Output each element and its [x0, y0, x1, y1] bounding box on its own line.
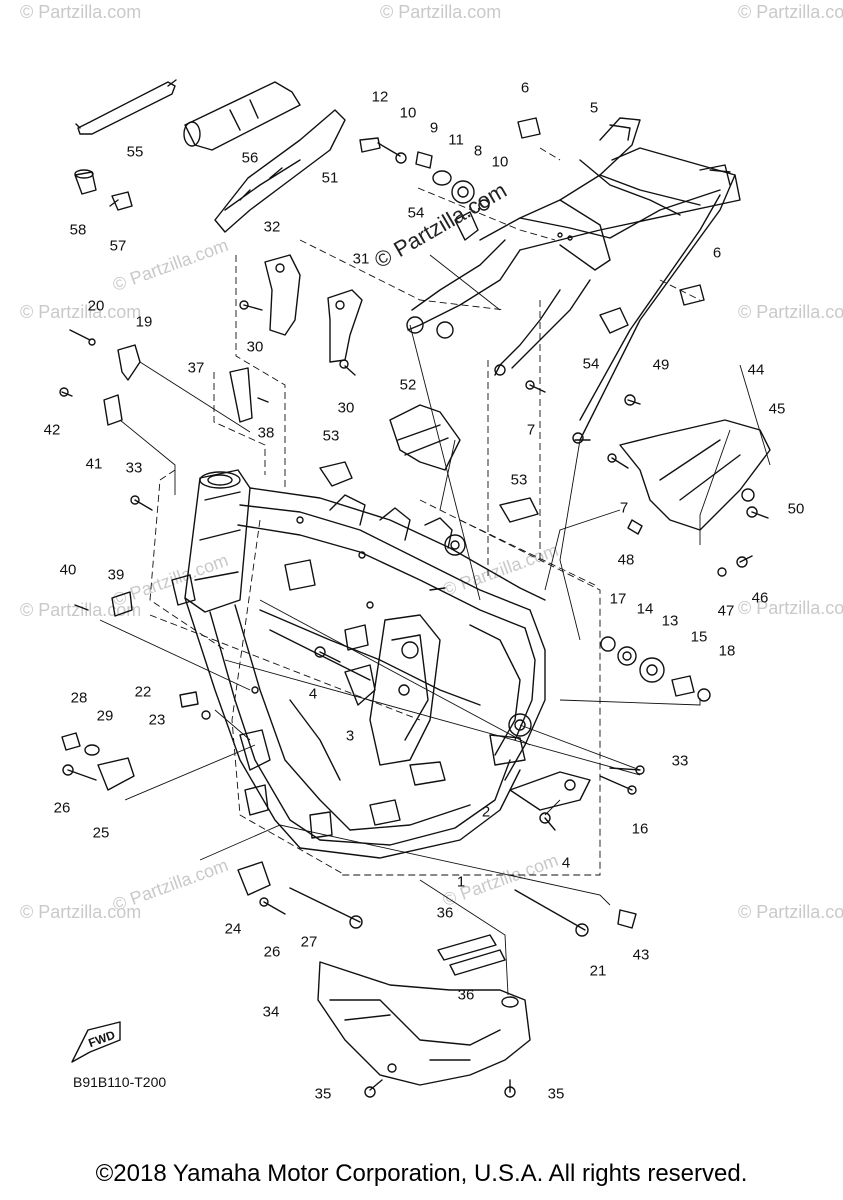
callout-number: 21 [589, 962, 607, 980]
callout-number: 45 [768, 400, 786, 418]
diagram-code: B91B110-T200 [73, 1074, 167, 1090]
callout-number: 38 [257, 424, 275, 442]
side-cover [619, 419, 771, 531]
rear-subframe [406, 117, 741, 444]
callout-number: 41 [85, 455, 103, 473]
callout-number: 13 [661, 612, 679, 630]
callout-number: 10 [399, 104, 417, 122]
callout-number: 35 [547, 1085, 565, 1103]
callout-number: 17 [609, 590, 627, 608]
callout-number: 35 [314, 1085, 332, 1103]
callout-number: 12 [371, 88, 389, 106]
watermark: © Partzilla.com [20, 902, 142, 922]
skid-plate [317, 961, 531, 1086]
exploded-frame-drawing [59, 79, 771, 1098]
watermark: © Partzilla.com [20, 2, 142, 22]
fwd-arrow [71, 1021, 121, 1063]
tool-socket [184, 81, 301, 151]
callout-number: 32 [263, 218, 281, 236]
callout-number: 53 [510, 471, 528, 489]
callout-number: 39 [107, 566, 125, 584]
callout-number: 26 [263, 943, 281, 961]
callout-number: 37 [187, 359, 205, 377]
callout-number: 54 [582, 355, 600, 373]
callout-number: 57 [109, 237, 127, 255]
callout-number: 29 [96, 707, 114, 725]
callout-number: 24 [224, 920, 242, 938]
callout-number: 3 [345, 727, 355, 745]
callout-number: 4 [561, 854, 571, 872]
callout-number: 1 [456, 873, 466, 891]
callout-number: 26 [53, 799, 71, 817]
callout-number: 8 [473, 142, 483, 160]
callout-number: 52 [399, 376, 417, 394]
callout-number: 25 [92, 824, 110, 842]
callout-number: 55 [126, 143, 144, 161]
callout-number: 11 [448, 131, 464, 149]
callout-number: 15 [690, 628, 708, 646]
watermark: © Partzilla.com [738, 302, 843, 322]
callout-number: 56 [241, 149, 259, 167]
callout-number: 19 [135, 313, 153, 331]
callout-number: 30 [337, 399, 355, 417]
watermark: © Partzilla.com [20, 302, 142, 322]
callout-number: 43 [632, 946, 650, 964]
callout-number: 27 [300, 933, 318, 951]
callout-number: 42 [43, 421, 61, 439]
watermark: © Partzilla.com [738, 598, 843, 618]
callout-number: 53 [322, 427, 340, 445]
callout-number: 48 [617, 551, 635, 569]
callout-number: 40 [59, 561, 77, 579]
watermark: © Partzilla.com [738, 902, 843, 922]
callout-number: 6 [520, 79, 530, 97]
watermark: © Partzilla.com [20, 600, 142, 620]
copyright-text: ©2018 Yamaha Motor Corporation, U.S.A. A… [95, 1160, 748, 1187]
callout-number: 2 [481, 803, 491, 821]
callout-number: 31 [352, 250, 370, 268]
callout-number: 33 [671, 752, 689, 770]
callout-number: 50 [787, 500, 805, 518]
callout-number: 6 [712, 244, 722, 262]
callout-number: 47 [717, 602, 735, 620]
callout-number: 5 [589, 99, 599, 117]
callout-number: 4 [308, 685, 318, 703]
callout-number: 7 [526, 421, 536, 439]
callout-number: 51 [321, 169, 339, 187]
callout-number: 22 [134, 683, 152, 701]
watermark: © Partzilla.com [738, 2, 843, 22]
callout-number: 9 [429, 119, 439, 137]
callout-number: 46 [751, 589, 769, 607]
callout-number: 36 [436, 904, 454, 922]
callout-number: 49 [652, 356, 670, 374]
callout-number: 23 [148, 711, 166, 729]
callout-number: 36 [457, 986, 475, 1004]
callout-number: 16 [631, 820, 649, 838]
callout-number: 44 [747, 361, 765, 379]
callout-number: 7 [619, 499, 629, 517]
callout-number: 18 [718, 642, 736, 660]
callout-number: 54 [407, 204, 425, 222]
callout-number: 34 [262, 1003, 280, 1021]
callout-number: 30 [246, 338, 264, 356]
tool-wrench [77, 81, 176, 135]
callout-number: 10 [491, 153, 509, 171]
main-frame [171, 469, 546, 859]
chain-slider [214, 109, 346, 233]
callout-number: 28 [70, 689, 88, 707]
chain-guide [389, 404, 461, 471]
callout-number: 33 [125, 459, 143, 477]
watermark: © Partzilla.com [380, 2, 502, 22]
callout-number: 14 [636, 600, 654, 618]
callout-number: 20 [87, 297, 105, 315]
callout-number: 58 [69, 221, 87, 239]
